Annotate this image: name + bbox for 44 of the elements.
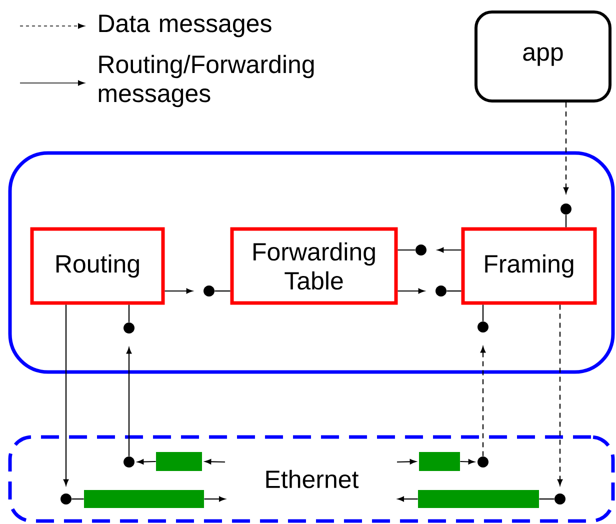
port-dot [204, 286, 214, 296]
legend-text: Data messages [99, 14, 272, 38]
arrow [563, 102, 569, 194]
module-box: Routing [30, 227, 165, 305]
queue-bar [156, 452, 202, 471]
port-dot [478, 456, 488, 468]
link-box: Ethernet [8, 435, 615, 523]
arrow [398, 496, 418, 502]
connector-line [539, 498, 554, 500]
arrow [397, 459, 416, 464]
queue-bar [418, 490, 539, 508]
arrow [164, 288, 193, 294]
connector-line [398, 249, 416, 251]
arrow [126, 347, 132, 456]
module-box: Forwarding Table [230, 227, 398, 305]
port-dot [560, 204, 572, 214]
arrow [137, 459, 156, 464]
app-box: app [474, 10, 612, 102]
connector-line [446, 290, 462, 292]
port-dot [124, 456, 134, 468]
port-dot [436, 286, 446, 296]
connector-line [128, 304, 130, 322]
arrow [480, 346, 486, 456]
connector-line [482, 304, 484, 322]
arrow [63, 304, 69, 486]
module-box: Framing [461, 227, 597, 305]
port-dot [478, 322, 488, 332]
queue-bar [419, 452, 460, 471]
arrow [437, 247, 462, 253]
port-dot [60, 494, 72, 504]
arrow [398, 288, 425, 294]
connector-line [214, 290, 230, 292]
connector-line [565, 214, 567, 228]
port-dot [124, 322, 134, 334]
arrow [460, 459, 475, 464]
router-box [8, 151, 615, 374]
arrow [204, 459, 226, 464]
legend-text: Routing/Forwarding messages [98, 54, 314, 108]
connector-line [72, 498, 84, 500]
port-dot [416, 244, 426, 256]
port-dot [554, 494, 566, 504]
queue-bar [84, 490, 204, 508]
arrow [557, 304, 563, 486]
arrow [204, 496, 226, 502]
